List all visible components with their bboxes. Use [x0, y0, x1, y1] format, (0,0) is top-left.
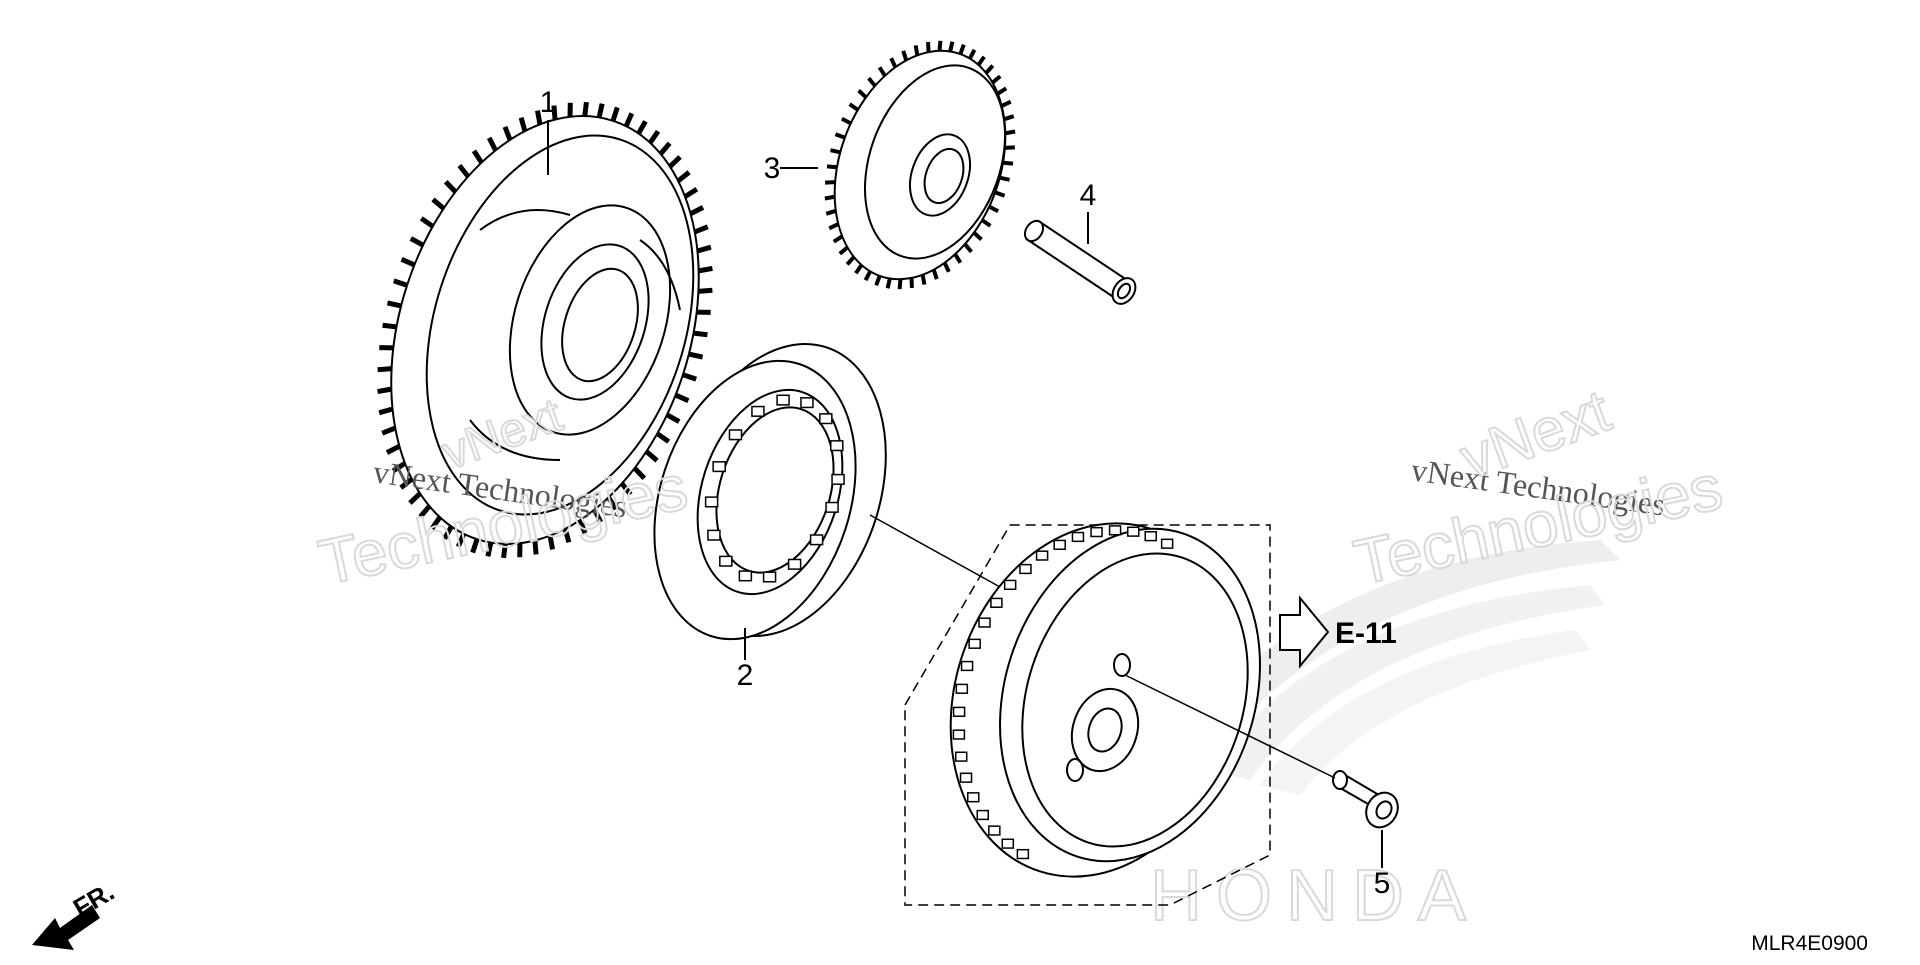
honda-watermark-text: HONDA: [1150, 856, 1480, 936]
callout-3: 3: [764, 152, 781, 185]
part-4-shaft: [1021, 217, 1140, 308]
part-3-reduction-gear: [804, 27, 1035, 303]
reference-label: E-11: [1335, 617, 1397, 650]
front-label: FR.: [68, 876, 119, 923]
flywheel-assembly: [905, 486, 1301, 915]
callout-1: 1: [540, 86, 557, 119]
diagram-code: MLR4E0900: [1751, 932, 1868, 955]
callout-4: 4: [1080, 179, 1097, 212]
callout-5: 5: [1374, 867, 1391, 900]
callout-2: 2: [737, 659, 754, 692]
part-5-bolt: [1333, 771, 1404, 833]
